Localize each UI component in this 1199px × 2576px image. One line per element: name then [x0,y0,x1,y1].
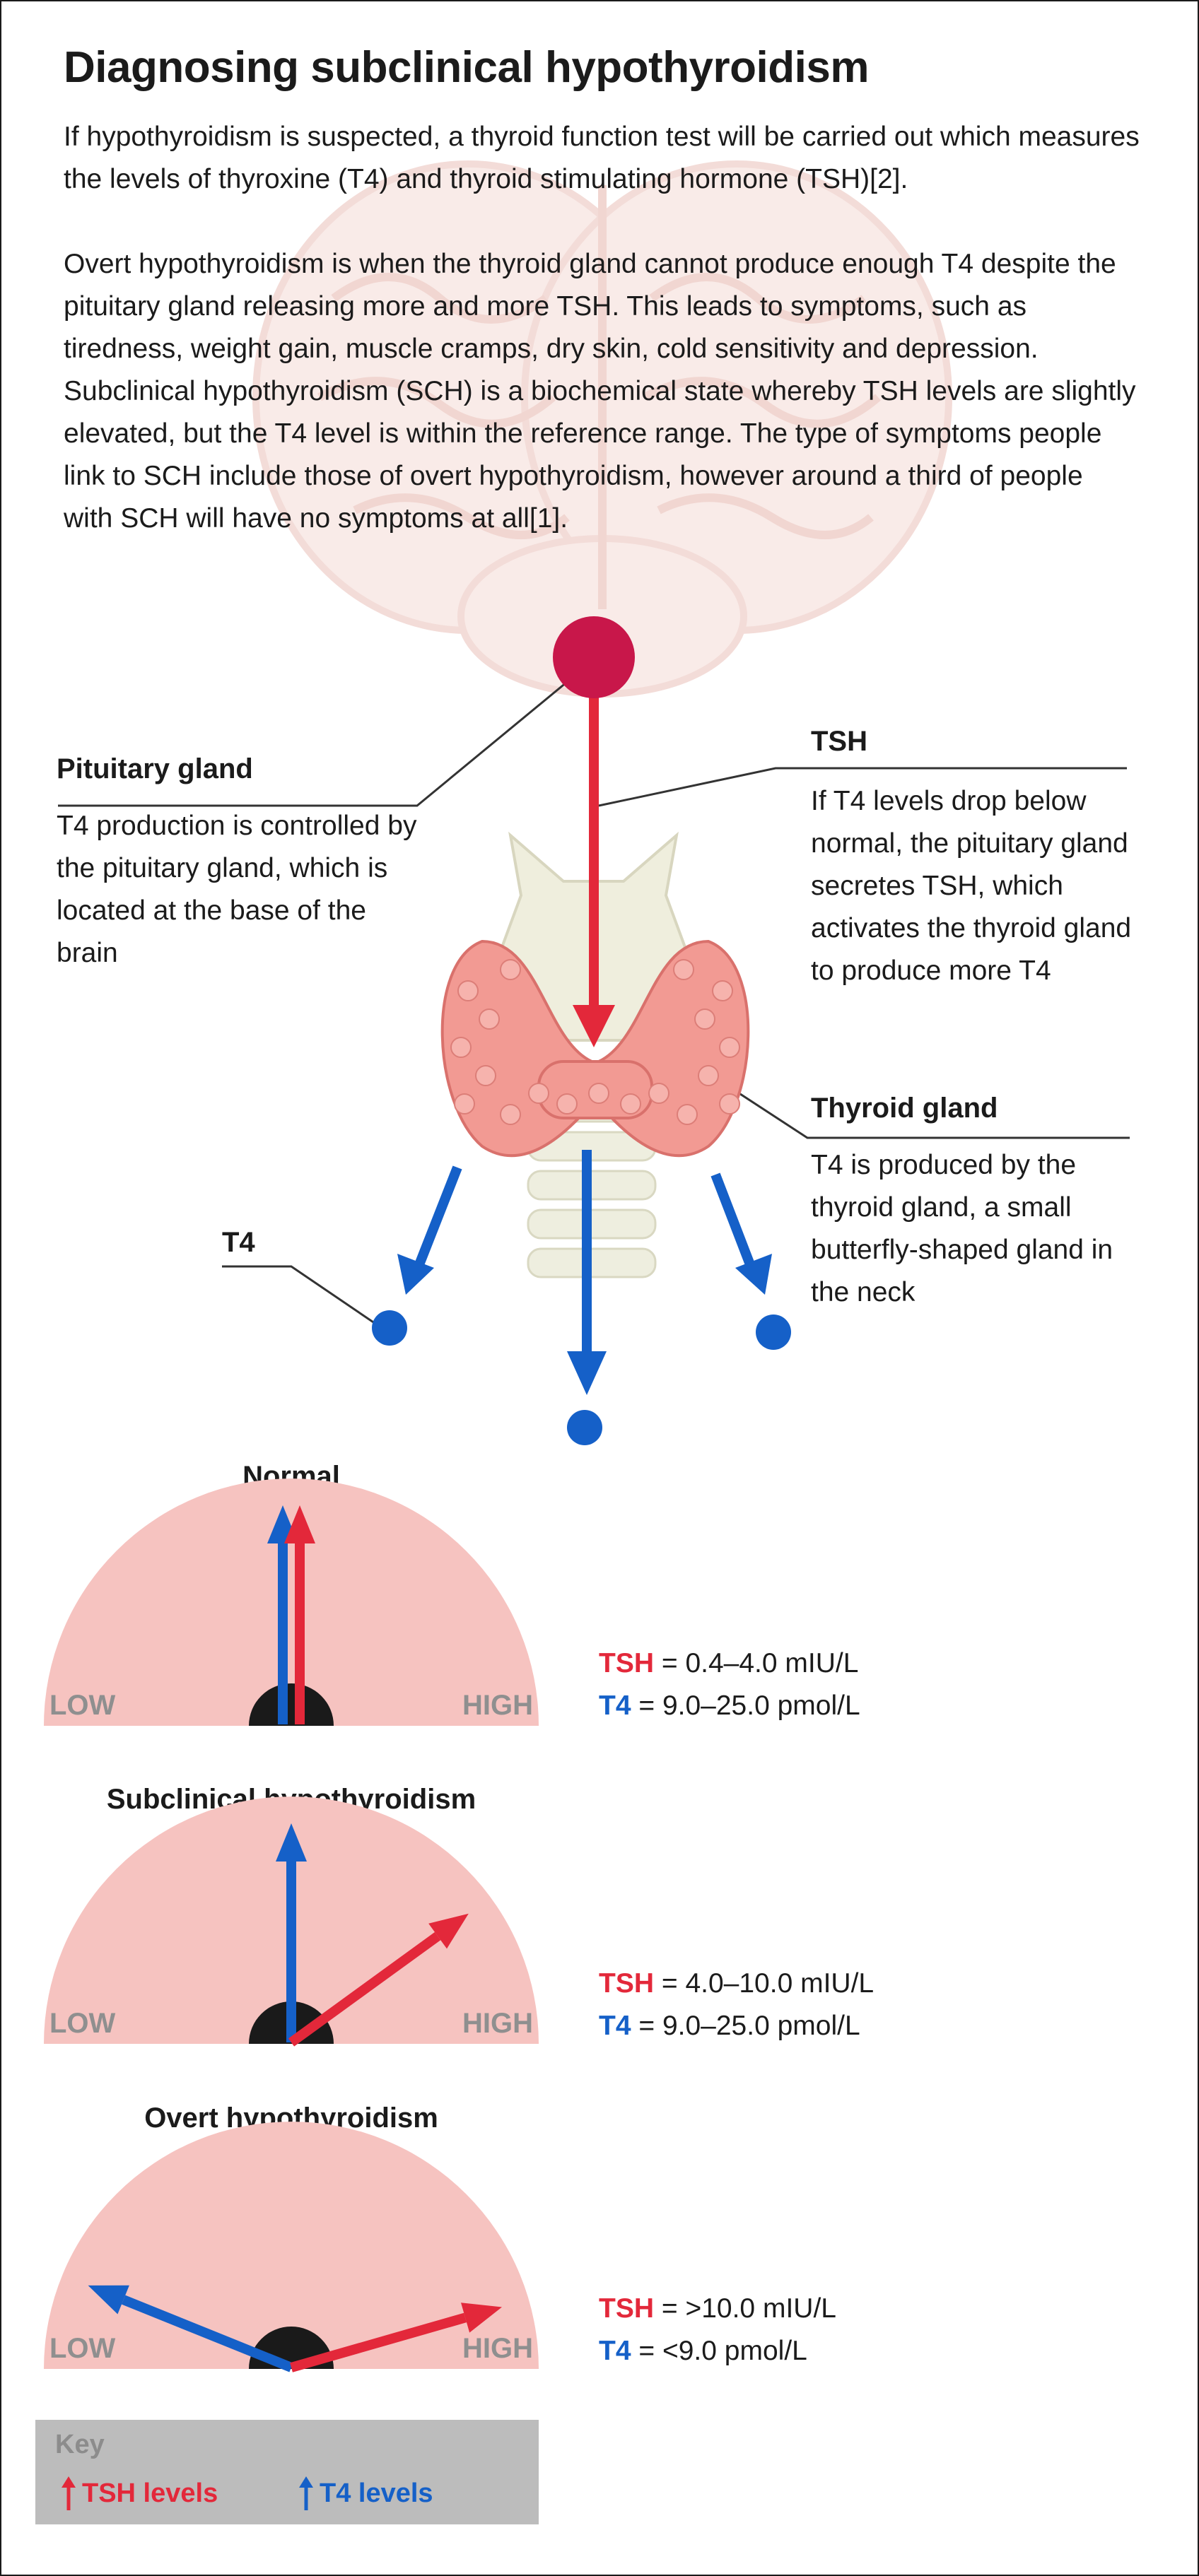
key-t4-label: T4 levels [320,2478,433,2508]
t4-range: = 9.0–25.0 pmol/L [631,2011,860,2041]
t4-range: = <9.0 pmol/L [631,2336,807,2366]
gauge-face [44,1478,539,1726]
tsh-name: TSH [599,1648,654,1678]
tsh-text: If T4 levels drop below normal, the pitu… [811,786,1132,986]
t4-name: T4 [599,1690,631,1721]
overview-paragraph: Overt hypothyroidism is when the thyroid… [64,249,1136,534]
tsh-needle-shaft [288,1931,441,2047]
gauge-hub [249,1683,334,1726]
tsh-leader-line [598,767,1127,807]
t4-dot [567,1410,602,1445]
tsh-needle-head [428,1913,469,1949]
tsh-name: TSH [599,1968,654,1999]
tsh-name: TSH [599,2293,654,2324]
key-tsh-label: TSH levels [82,2478,218,2508]
pituitary-title: Pituitary gland [57,753,253,784]
t4-name: T4 [599,2011,631,2041]
thyroid-callout: Thyroid gland T4 is produced by the thyr… [811,1093,1136,1314]
t4-dot [372,1310,407,1346]
key-item-tsh: TSH levels [61,2475,218,2512]
tsh-title: TSH [811,726,867,757]
thyroid-text: T4 is produced by the thyroid gland, a s… [811,1150,1113,1307]
t4-needle-head [276,1823,307,1862]
pituitary-callout: Pituitary gland T4 production is control… [57,753,438,975]
gauge-dial: LOW HIGH [44,1478,539,1726]
pituitary-text: T4 production is controlled by the pitui… [57,811,417,968]
t4-dot [756,1315,791,1350]
brain-illustration [252,160,952,698]
t4-needle-shaft [122,2295,293,2372]
gauge-dial: LOW HIGH [44,1796,539,2047]
gauge-low-label: LOW [49,1690,116,1721]
tsh-range: = >10.0 mIU/L [654,2293,836,2324]
tsh-range: = 0.4–4.0 mIU/L [654,1648,859,1678]
tsh-needle-head [284,1505,315,1543]
gauge-high-label: HIGH [462,2008,533,2039]
tsh-readout: TSH = 0.4–4.0 mIU/L [599,1642,860,1685]
t4-needle-head [88,2285,129,2315]
gauge-low-label: LOW [49,2008,116,2039]
pituitary-gland-dot [553,616,635,698]
thyroid-diagram [58,616,1130,1445]
red-arrow-icon [62,2476,76,2510]
tsh-needle-head [461,2302,502,2333]
t4-leader-line [222,1265,380,1328]
gauge-high-label: HIGH [462,2333,533,2364]
key-title: Key [55,2430,105,2459]
pituitary-leader-line [58,657,596,807]
tsh-readout: TSH = >10.0 mIU/L [599,2288,836,2330]
tsh-readout: TSH = 4.0–10.0 mIU/L [599,1963,874,2005]
page-title: Diagnosing subclinical hypothyroidism [64,43,869,92]
key-legend: Key TSH levels T4 levels [35,2420,539,2524]
tsh-needle-shaft [290,2312,467,2372]
t4-label: T4 [222,1227,255,1258]
key-item-t4: T4 levels [298,2475,433,2512]
tsh-range: = 4.0–10.0 mIU/L [654,1968,875,1999]
t4-readout: T4 = <9.0 pmol/L [599,2330,836,2372]
t4-readout: T4 = 9.0–25.0 pmol/L [599,2005,874,2047]
thyroid-title: Thyroid gland [811,1093,998,1124]
gauge-low-label: LOW [49,2333,116,2364]
gauge-face [44,2122,539,2369]
tsh-callout: TSH If T4 levels drop below normal, the … [811,726,1136,992]
t4-name: T4 [599,2336,631,2366]
t4-readout: T4 = 9.0–25.0 pmol/L [599,1685,860,1727]
gauge-high-label: HIGH [462,1690,533,1721]
gauge-dial: LOW HIGH [44,2122,539,2372]
t4-range: = 9.0–25.0 pmol/L [631,1690,860,1721]
intro-paragraph: If hypothyroidism is suspected, a thyroi… [64,122,1140,194]
blue-arrow-icon [299,2476,313,2510]
